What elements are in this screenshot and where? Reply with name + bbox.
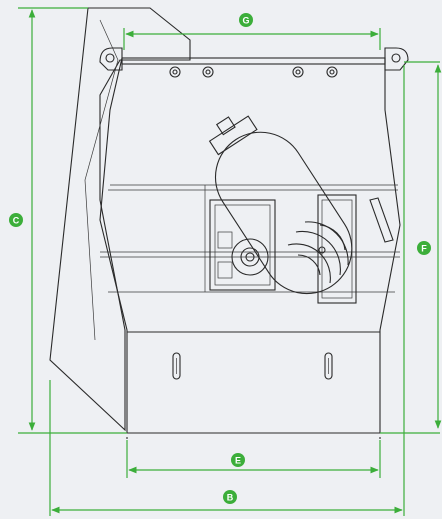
bolt-holes xyxy=(169,66,338,78)
dimension-c: C xyxy=(9,7,127,434)
lifting-lug-left xyxy=(99,47,123,71)
hopper-body xyxy=(99,57,401,434)
gearbox xyxy=(209,199,276,291)
dimension-e: E xyxy=(126,440,381,478)
fan-vent-icon xyxy=(287,221,349,284)
dimension-g-label: G xyxy=(242,16,249,26)
motor xyxy=(208,115,353,295)
lifting-lug-right xyxy=(384,47,409,71)
dimension-f: F xyxy=(380,61,442,434)
dimension-f-label: F xyxy=(421,244,427,254)
frame-beams xyxy=(100,184,400,293)
side-frame-inner xyxy=(84,19,119,341)
dimension-g: G xyxy=(123,13,381,50)
side-frame xyxy=(49,7,191,432)
hopper-rim xyxy=(121,57,386,65)
dimension-c-label: C xyxy=(13,216,20,226)
dimension-e-label: E xyxy=(235,456,241,466)
dimension-b: B xyxy=(49,65,405,516)
dimension-b-label: B xyxy=(227,493,234,503)
lower-skirt xyxy=(127,331,380,380)
right-bracket xyxy=(317,194,394,304)
